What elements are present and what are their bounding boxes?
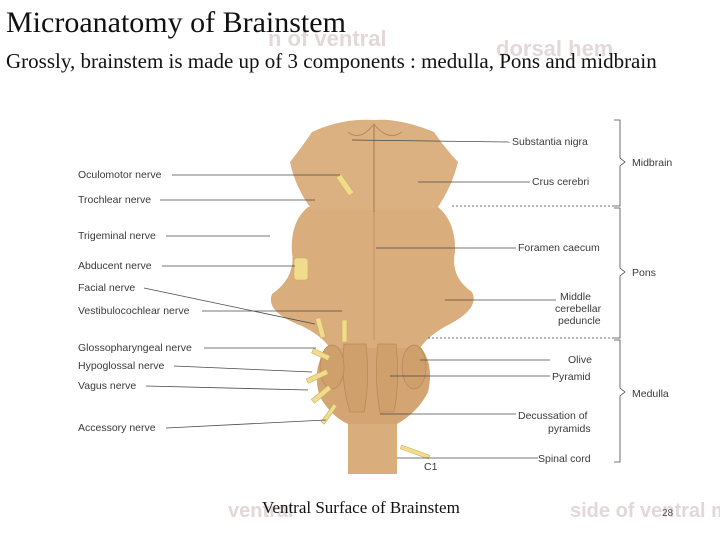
label-glossopharyngeal-nerve: Glossopharyngeal nerve (78, 342, 192, 354)
right-labels: Substantia nigra Crus cerebri Foramen ca… (424, 136, 602, 473)
label-spinal-cord: Spinal cord (538, 453, 591, 465)
brainstem-shape (270, 119, 474, 474)
label-olive: Olive (568, 354, 592, 366)
watermark-text: side of ventral m (570, 500, 720, 522)
label-cerebellar: cerebellar (555, 303, 602, 315)
left-labels: Oculomotor nerve Trochlear nerve Trigemi… (78, 169, 192, 434)
label-decussation-of: Decussation of (518, 410, 588, 422)
label-oculomotor-nerve: Oculomotor nerve (78, 169, 162, 181)
slide-body-text: Grossly, brainstem is made up of 3 compo… (6, 49, 657, 73)
label-accessory-nerve: Accessory nerve (78, 422, 156, 434)
label-foramen-caecum: Foramen caecum (518, 242, 600, 254)
label-middle: Middle (560, 291, 591, 303)
label-crus-cerebri: Crus cerebri (532, 176, 589, 188)
label-vagus-nerve: Vagus nerve (78, 380, 136, 392)
label-region-midbrain: Midbrain (632, 157, 672, 169)
watermark-text: n of ventral (268, 26, 387, 51)
label-facial-nerve: Facial nerve (78, 282, 135, 294)
brainstem-diagram: Oculomotor nerve Trochlear nerve Trigemi… (40, 112, 705, 482)
label-vestibulocochlear-nerve: Vestibulocochlear nerve (78, 305, 190, 317)
label-region-medulla: Medulla (632, 388, 669, 400)
brainstem-illustration: Oculomotor nerve Trochlear nerve Trigemi… (78, 119, 672, 474)
label-c1: C1 (424, 461, 438, 473)
page-number: 28 (662, 508, 674, 519)
leader-lines (143, 119, 626, 463)
label-trigeminal-nerve: Trigeminal nerve (78, 230, 156, 242)
label-pyramid: Pyramid (552, 371, 591, 383)
label-peduncle: peduncle (558, 315, 601, 327)
cranial-nerves (293, 173, 431, 460)
watermark-text: dorsal hem (496, 36, 614, 61)
slide-title: Microanatomy of Brainstem (6, 6, 346, 39)
label-region-pons: Pons (632, 267, 656, 279)
region-labels: Midbrain Pons Medulla (632, 157, 672, 400)
label-hypoglossal-nerve: Hypoglossal nerve (78, 360, 165, 372)
figure-caption: Ventral Surface of Brainstem (262, 498, 460, 517)
label-trochlear-nerve: Trochlear nerve (78, 194, 151, 206)
label-substantia-nigra: Substantia nigra (512, 136, 588, 148)
label-pyramids: pyramids (548, 423, 591, 435)
watermark-text: ventral (228, 500, 294, 522)
label-abducent-nerve: Abducent nerve (78, 260, 152, 272)
